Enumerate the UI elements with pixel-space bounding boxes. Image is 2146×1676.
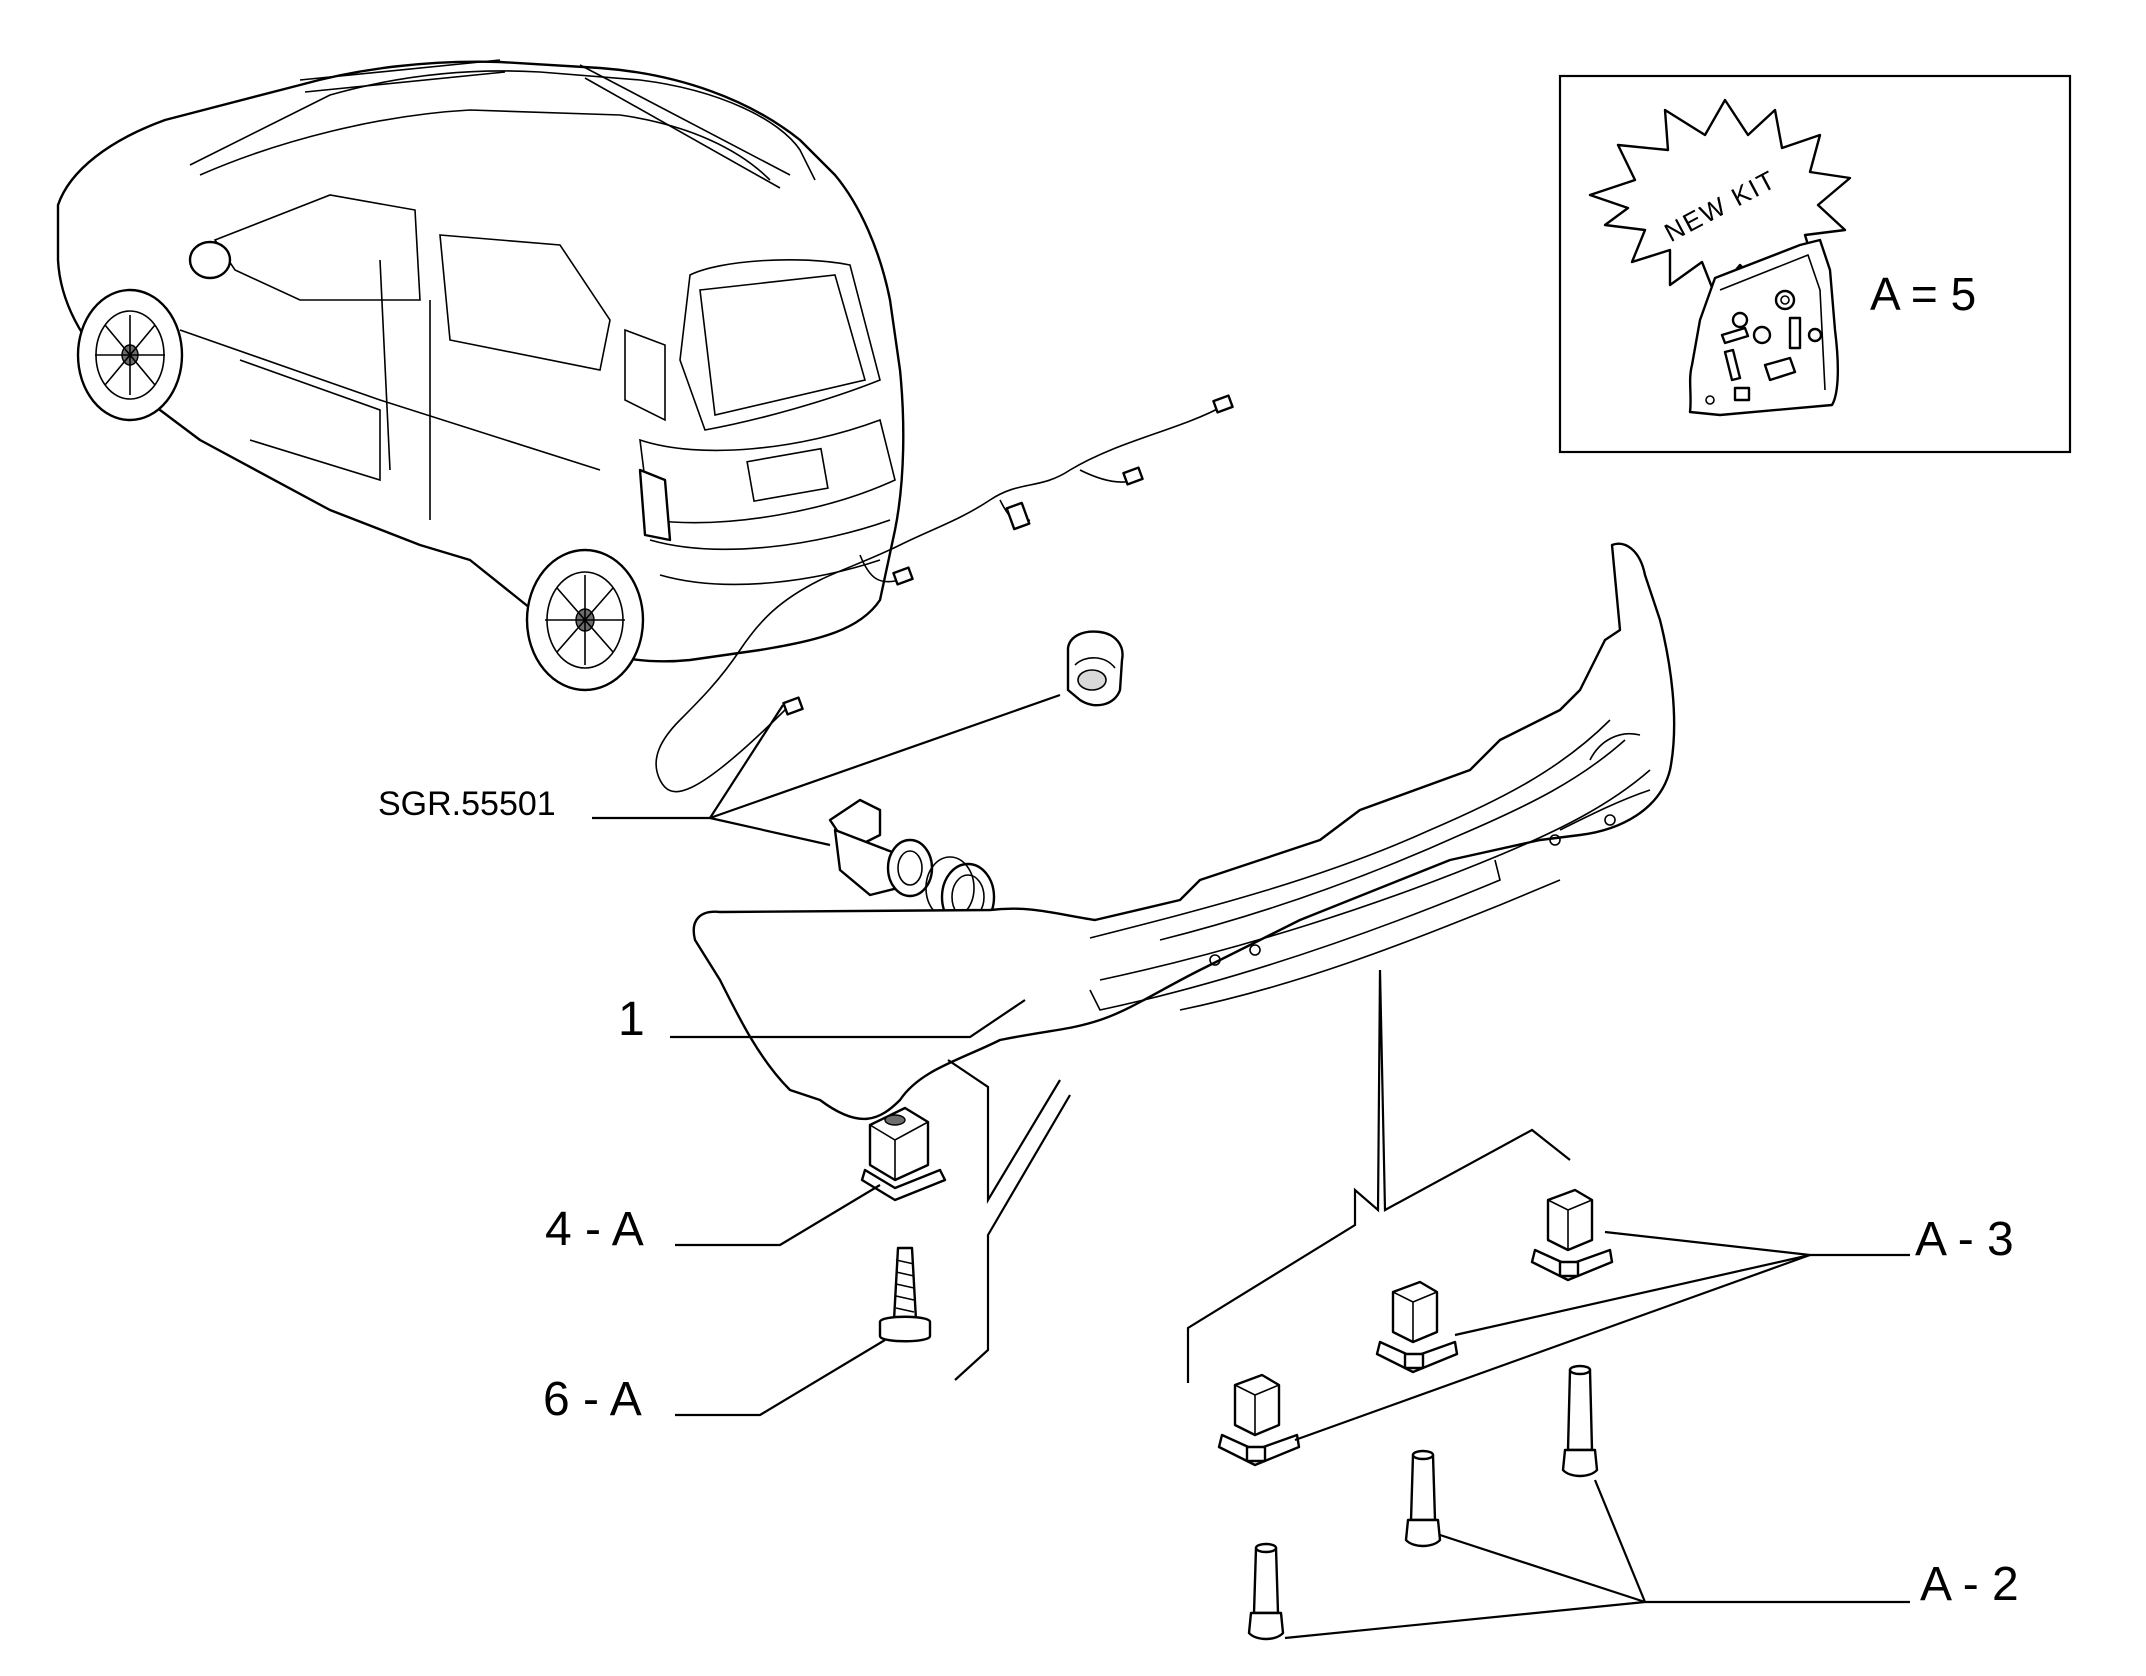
- part-4a-label: 4 - A: [545, 1203, 644, 1256]
- leader-lines: [592, 693, 1910, 1640]
- screw-icon: [878, 1246, 932, 1343]
- screw-icon: [1247, 1364, 1599, 1641]
- bracket-icon: [860, 1106, 947, 1202]
- wiring-harness-icon: [655, 394, 1234, 793]
- part-a2-label: A - 2: [1920, 1558, 2019, 1611]
- sensor-clip-icon: [1066, 630, 1124, 707]
- kit-quantity-label: A = 5: [1870, 268, 1976, 320]
- kit-box: NEW KIT A = 5: [1558, 74, 2072, 454]
- part-a3-label: A - 3: [1915, 1213, 2014, 1266]
- sgr-part-label: SGR.55501: [378, 785, 556, 823]
- bumper-icon: [692, 542, 1676, 1121]
- starburst-icon: NEW KIT: [1588, 98, 1852, 297]
- bumper-part-label: 1: [618, 993, 645, 1046]
- bracket-icon: [1217, 1188, 1614, 1467]
- kit-bag-icon: [1688, 238, 1839, 417]
- car-icon: [56, 59, 905, 692]
- part-6a-label: 6 - A: [543, 1373, 642, 1426]
